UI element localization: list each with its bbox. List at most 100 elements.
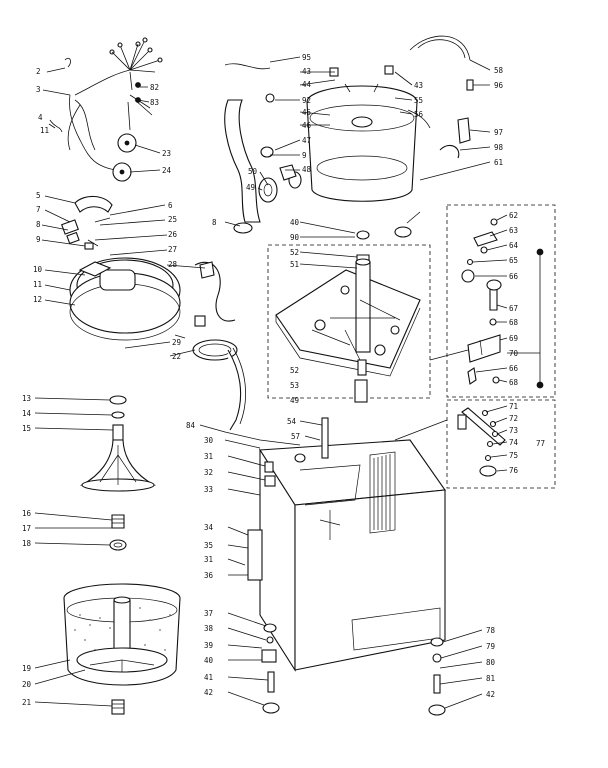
brake-parts-box: [429, 204, 556, 398]
callout-47: 47: [302, 136, 311, 145]
callout-19: 19: [22, 664, 31, 673]
callout-18: 18: [22, 539, 32, 548]
washer-cabinet: [224, 417, 446, 716]
drain-hose: [174, 261, 246, 431]
callout-55: 55: [414, 96, 423, 105]
callout-54: 54: [287, 417, 297, 426]
callout-53: 53: [290, 381, 299, 390]
pump-hose-parts: [224, 63, 302, 234]
callout-77: 77: [536, 439, 545, 448]
callout-44: 44: [302, 80, 312, 89]
callout-17: 17: [22, 524, 31, 533]
callout-67: 67: [509, 304, 518, 313]
callout-64: 64: [509, 241, 519, 250]
callout-14: 14: [22, 409, 32, 418]
callout-68a: 68: [509, 318, 519, 327]
callout-48: 48: [302, 165, 312, 174]
callout-38: 38: [204, 624, 214, 633]
callout-13: 13: [22, 394, 31, 403]
callout-24: 24: [162, 166, 172, 175]
callout-12: 12: [33, 295, 42, 304]
callout-43b: 43: [414, 81, 423, 90]
callout-7: 7: [36, 205, 41, 214]
callout-71: 71: [509, 402, 518, 411]
callout-72: 72: [509, 414, 518, 423]
callout-42a: 42: [204, 688, 213, 697]
callout-79: 79: [486, 642, 495, 651]
callout-56: 56: [414, 110, 424, 119]
callout-29: 29: [172, 338, 181, 347]
callout-28: 28: [168, 260, 178, 269]
callout-42b: 42: [486, 690, 495, 699]
callout-27: 27: [168, 245, 177, 254]
callout-68b: 68: [509, 378, 519, 387]
callout-65: 65: [509, 256, 518, 265]
callout-2: 2: [36, 67, 41, 76]
callout-20: 20: [22, 680, 32, 689]
callout-95: 95: [302, 53, 311, 62]
callout-96: 96: [494, 81, 504, 90]
callout-31a: 31: [204, 452, 213, 461]
callout-21: 21: [22, 698, 31, 707]
callout-46: 46: [302, 121, 312, 130]
callout-92: 92: [302, 96, 311, 105]
callout-10: 10: [33, 265, 43, 274]
callout-52b: 52: [290, 366, 299, 375]
callout-69: 69: [509, 334, 518, 343]
outer-tub: [306, 35, 474, 238]
callout-4: 4: [38, 113, 43, 122]
callout-74: 74: [509, 438, 519, 447]
tub-cover-assembly: [61, 195, 181, 341]
callout-97: 97: [494, 128, 503, 137]
callout-11: 11: [40, 126, 49, 135]
callout-6: 6: [168, 201, 173, 210]
lid-switch-box: [394, 399, 556, 489]
callout-35: 35: [204, 541, 213, 550]
leader-lines: [34, 56, 540, 709]
callout-61: 61: [494, 158, 503, 167]
callout-30: 30: [204, 436, 214, 445]
callout-50: 50: [248, 167, 258, 176]
inner-basket: [63, 583, 181, 715]
callout-9: 9: [36, 235, 41, 244]
callout-82: 82: [150, 83, 159, 92]
callout-8: 8: [36, 220, 41, 229]
callout-39: 39: [204, 641, 213, 650]
callout-98: 98: [494, 143, 504, 152]
callout-57: 57: [291, 432, 300, 441]
callout-31b: 31: [204, 555, 213, 564]
callout-36: 36: [204, 571, 214, 580]
callout-66a: 66: [509, 272, 519, 281]
callout-37: 37: [204, 609, 213, 618]
callout-5: 5: [36, 191, 41, 200]
callout-23: 23: [162, 149, 171, 158]
callout-15: 15: [22, 424, 31, 433]
callout-40b: 40: [204, 656, 214, 665]
callout-90: 90: [290, 233, 300, 242]
callout-41a: 41: [204, 673, 213, 682]
callout-32: 32: [204, 468, 213, 477]
agitator-assembly: [79, 395, 157, 551]
callout-8b: 8: [212, 218, 217, 227]
callout-76: 76: [509, 466, 519, 475]
callout-labels: 2 3 4 11 82 83 23 24 5 6 7 25 8 26 9 27 …: [22, 53, 545, 707]
callout-9b: 9: [302, 151, 307, 160]
callout-11b: 11: [33, 280, 42, 289]
callout-75: 75: [509, 451, 518, 460]
callout-40a: 40: [290, 218, 300, 227]
callout-58: 58: [494, 66, 504, 75]
callout-52a: 52: [290, 248, 299, 257]
callout-83: 83: [150, 98, 159, 107]
callout-49b: 49: [290, 396, 299, 405]
callout-62: 62: [509, 211, 518, 220]
callout-81: 81: [486, 674, 495, 683]
callout-49: 49: [246, 183, 255, 192]
callout-26: 26: [168, 230, 178, 239]
callout-34: 34: [204, 523, 214, 532]
callout-70: 70: [509, 349, 519, 358]
mounting-plate-assembly: [267, 230, 431, 403]
callout-25: 25: [168, 215, 177, 224]
callout-51: 51: [290, 260, 299, 269]
callout-63: 63: [509, 226, 518, 235]
